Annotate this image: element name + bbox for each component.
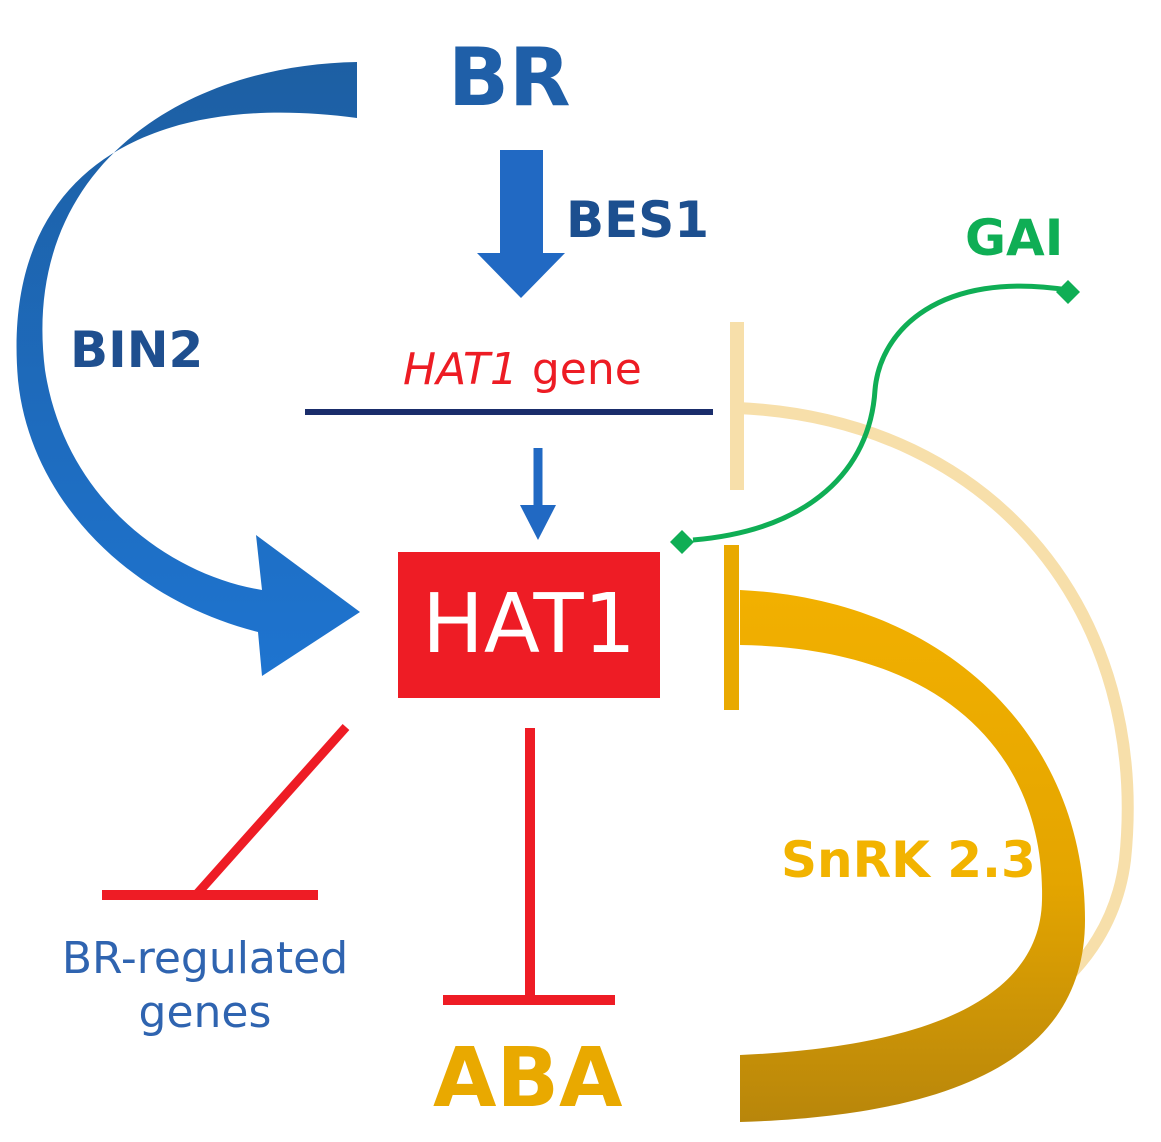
snrk-band (740, 590, 1085, 1122)
gai-diamond-end (1056, 280, 1080, 304)
bes1-arrow (477, 150, 565, 298)
gene-to-protein-arrow (520, 448, 556, 540)
gai-curve (692, 283, 1069, 543)
bin2-label: BIN2 (70, 321, 204, 379)
snrk-inhibits-hat1 (724, 545, 1085, 1122)
aba-label: ABA (433, 1031, 623, 1126)
hat1-protein-box: HAT1 (398, 552, 660, 698)
pale-inhibition-bar (730, 322, 744, 490)
hat1-gene-suffix: gene (517, 344, 642, 395)
hat1-protein-label: HAT1 (422, 577, 636, 672)
hat1-gene-label: HAT1 gene (403, 348, 642, 392)
gai-label: GAI (965, 209, 1064, 267)
snrk-label: SnRK 2.3 (781, 831, 1036, 889)
gai-interaction (670, 280, 1080, 554)
bes1-label: BES1 (566, 191, 710, 249)
hat1-gene-name: HAT1 (403, 344, 518, 395)
snrk-inhibition-bar (724, 545, 739, 710)
bin2-arrow-body (16, 62, 360, 676)
bin2-arrow (16, 62, 360, 676)
br-regulated-genes-label: BR-regulated genes (61, 933, 349, 1038)
br-node-label: BR (448, 31, 571, 124)
hat1-inhibits-aba (443, 728, 615, 1005)
hat1-inhibits-br-genes (102, 724, 350, 900)
gai-diamond-start (670, 530, 694, 554)
